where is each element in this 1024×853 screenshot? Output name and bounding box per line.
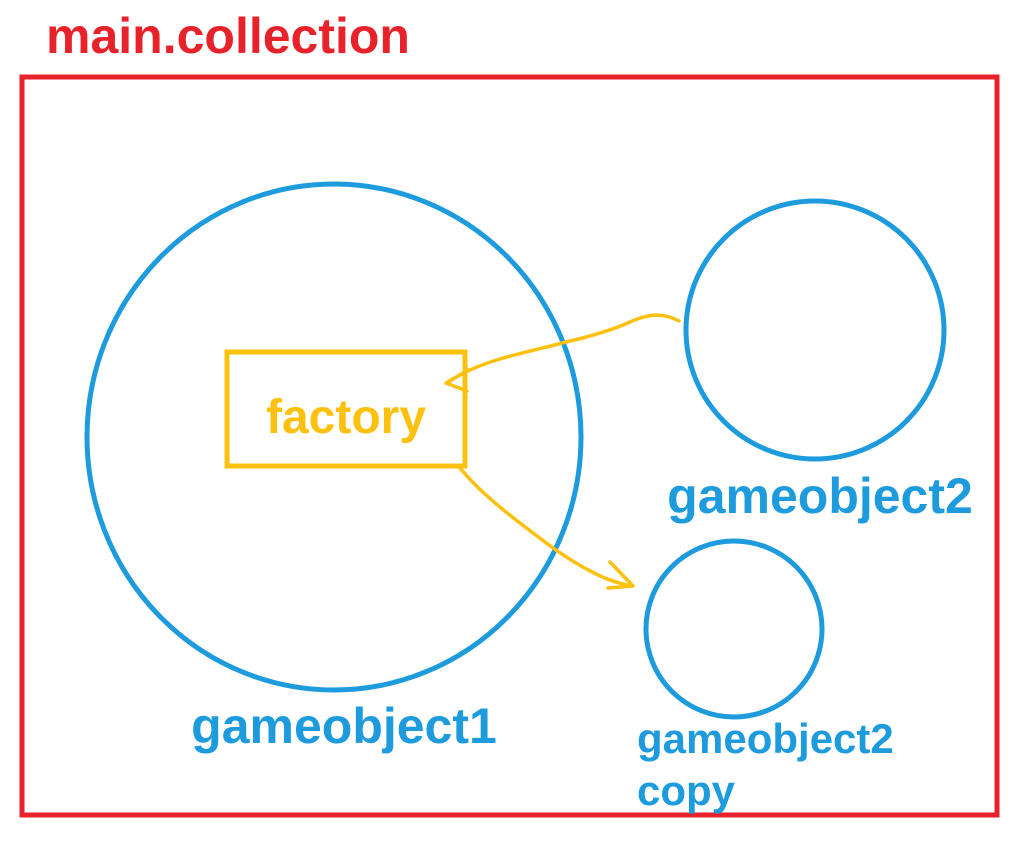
- gameobject2-copy-label-line2: copy: [637, 767, 736, 814]
- gameobject2-copy-label-line1: gameobject2: [637, 715, 894, 762]
- gameobject2-label: gameobject2: [667, 468, 973, 524]
- gameobject2-copy-circle: [643, 538, 825, 720]
- factory-label: factory: [266, 391, 426, 444]
- gameobject2-circle: [683, 198, 947, 462]
- arrowhead-into-factory: [444, 368, 470, 393]
- gameobject1-circle: [84, 181, 584, 693]
- arrow-gameobject2-to-factory: [448, 313, 681, 383]
- collection-title: main.collection: [46, 8, 410, 64]
- arrowhead-into-copy: [606, 560, 635, 590]
- gameobject1-label: gameobject1: [191, 698, 497, 754]
- collection-border: [19, 74, 1000, 818]
- factory-box: [224, 349, 468, 469]
- arrow-factory-to-copy: [458, 466, 629, 587]
